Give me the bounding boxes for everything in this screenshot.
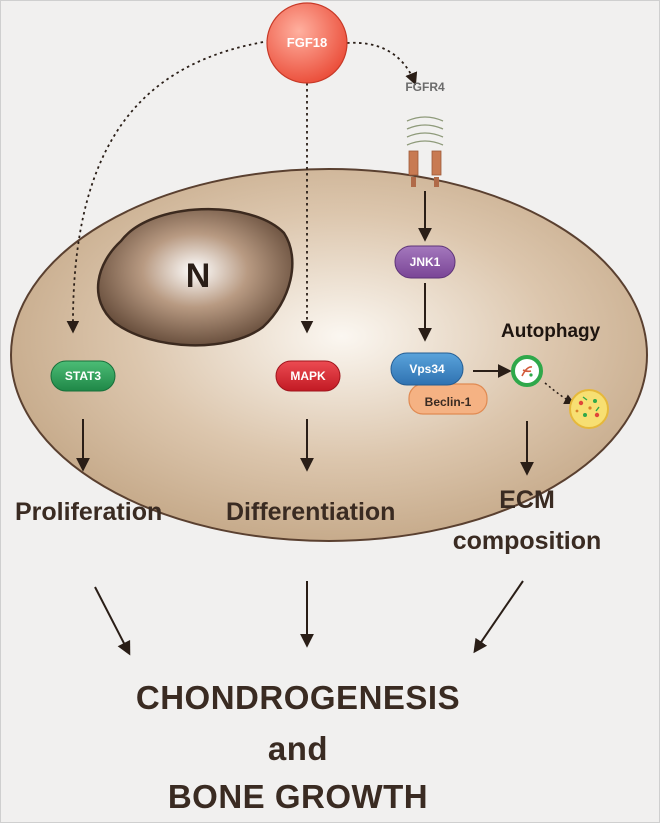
arrow-fgf18-to-fgfr4	[346, 41, 418, 86]
fgfr4-label: FGFR4	[405, 80, 445, 94]
fgf18-ligand	[266, 2, 348, 84]
nucleus	[96, 207, 294, 347]
ecm-label-line1: ECM	[499, 486, 555, 514]
stat3-pill	[50, 360, 116, 392]
proliferation-label: Proliferation	[15, 498, 163, 526]
mapk-pill	[275, 360, 341, 392]
arrow-proliferation-to-final	[94, 586, 131, 656]
autophagy-label: Autophagy	[501, 321, 601, 342]
final-outcome-line1: CHONDROGENESIS	[135, 679, 461, 716]
nucleus-label: N	[185, 257, 211, 295]
differentiation-label: Differentiation	[226, 498, 396, 526]
mapk-label: MAPK	[290, 369, 326, 383]
autophagosome-icon	[511, 355, 543, 387]
vps34-pill	[390, 352, 464, 386]
fgfr4-receptor-icon	[406, 116, 444, 187]
stat3-label: STAT3	[64, 369, 102, 383]
final-outcome-line3: BONE GROWTH	[167, 778, 429, 815]
arrow-ecm-to-final	[473, 580, 524, 654]
ecm-label-line2: composition	[452, 527, 602, 555]
beclin1-label: Beclin-1	[424, 395, 472, 409]
autolysosome-icon	[569, 389, 609, 429]
fgf18-label: FGF18	[286, 35, 328, 50]
final-outcome-line2: and	[267, 730, 329, 767]
jnk1-pill	[394, 245, 456, 279]
vps34-label: Vps34	[409, 362, 445, 376]
jnk1-label: JNK1	[409, 255, 441, 269]
